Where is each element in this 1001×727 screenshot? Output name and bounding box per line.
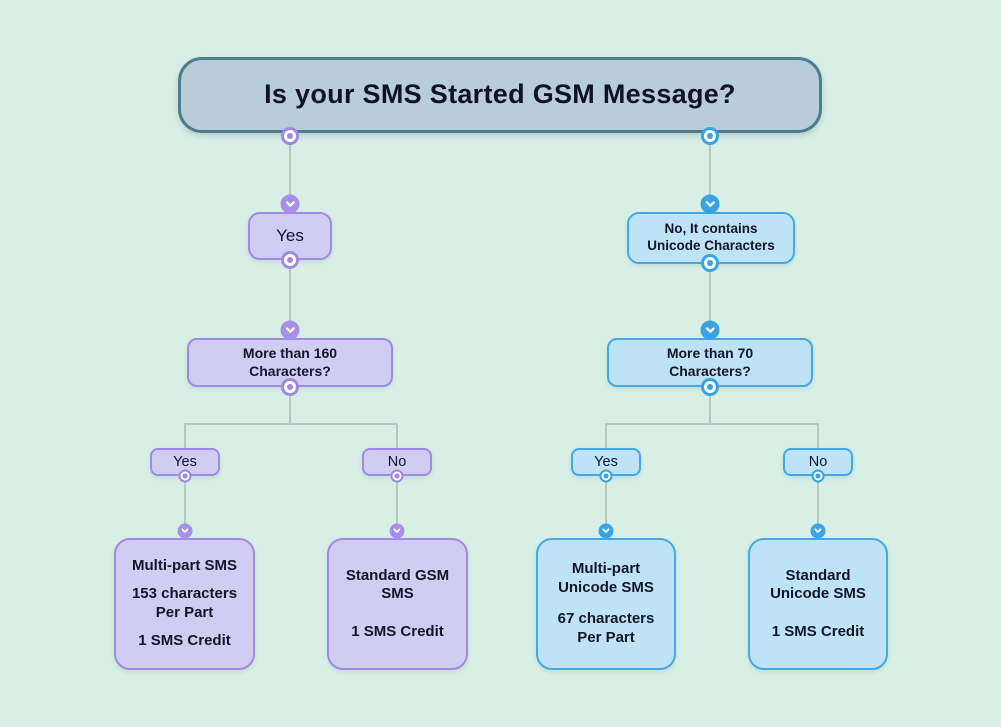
connector-line [396, 476, 398, 531]
outcome-line: Multi-part Unicode SMS [558, 560, 654, 597]
outcome-line: 67 characters Per Part [557, 610, 655, 646]
unicode-answer-node: No, It contains Unicode Characters [627, 212, 795, 264]
connector-line [185, 423, 397, 425]
port-dot [815, 473, 821, 479]
chevron-down-icon [598, 523, 614, 539]
chevron-down-icon [177, 523, 193, 539]
outcome-line: Multi-part SMS [132, 557, 237, 575]
chevron-down-icon [700, 320, 720, 340]
connector-line [605, 476, 607, 531]
connector-port-icon [178, 469, 192, 483]
connector-line [289, 387, 291, 423]
connector-line [709, 263, 711, 330]
outcome-line: Standard GSM SMS [345, 566, 450, 603]
chevron-down-icon [280, 194, 300, 214]
unicode-standard-outcome-node: Standard Unicode SMS 1 SMS Credit [748, 538, 888, 670]
connector-port-icon [281, 127, 299, 145]
port-dot [287, 257, 293, 263]
port-dot [707, 133, 713, 139]
connector-port-icon [701, 127, 719, 145]
port-dot [603, 473, 609, 479]
outcome-line: 1 SMS Credit [351, 622, 444, 640]
connector-port-icon [811, 469, 825, 483]
port-dot [707, 260, 713, 266]
connector-port-icon [281, 251, 299, 269]
chevron-down-icon [700, 194, 720, 214]
connector-line [396, 423, 398, 448]
outcome-line: Standard Unicode SMS [770, 566, 866, 603]
connector-line [184, 423, 186, 448]
outcome-line: 1 SMS Credit [771, 622, 865, 640]
gsm-sub-no-node: No [362, 448, 432, 476]
connector-port-icon [281, 378, 299, 396]
connector-port-icon [599, 469, 613, 483]
connector-port-icon [701, 378, 719, 396]
gsm-standard-outcome-node: Standard GSM SMS 1 SMS Credit [327, 538, 468, 670]
outcome-line: 153 characters Per Part [131, 585, 238, 621]
connector-line [606, 423, 818, 425]
port-dot [287, 133, 293, 139]
connector-line [289, 260, 291, 330]
connector-line [184, 476, 186, 531]
gsm-multipart-outcome-node: Multi-part SMS 153 characters Per Part 1… [114, 538, 255, 670]
connector-port-icon [390, 469, 404, 483]
connector-line [605, 423, 607, 448]
chevron-down-icon [389, 523, 405, 539]
port-dot [707, 384, 713, 390]
chevron-down-icon [810, 523, 826, 539]
root-question-node: Is your SMS Started GSM Message? [178, 57, 822, 133]
port-dot [182, 473, 188, 479]
port-dot [287, 384, 293, 390]
connector-port-icon [701, 254, 719, 272]
port-dot [394, 473, 400, 479]
connector-line [817, 423, 819, 448]
connector-line [289, 137, 291, 204]
unicode-multipart-outcome-node: Multi-part Unicode SMS 67 characters Per… [536, 538, 676, 670]
outcome-line: 1 SMS Credit [138, 632, 231, 649]
connector-line [817, 476, 819, 531]
chevron-down-icon [280, 320, 300, 340]
connector-line [709, 387, 711, 423]
connector-line [709, 137, 711, 204]
